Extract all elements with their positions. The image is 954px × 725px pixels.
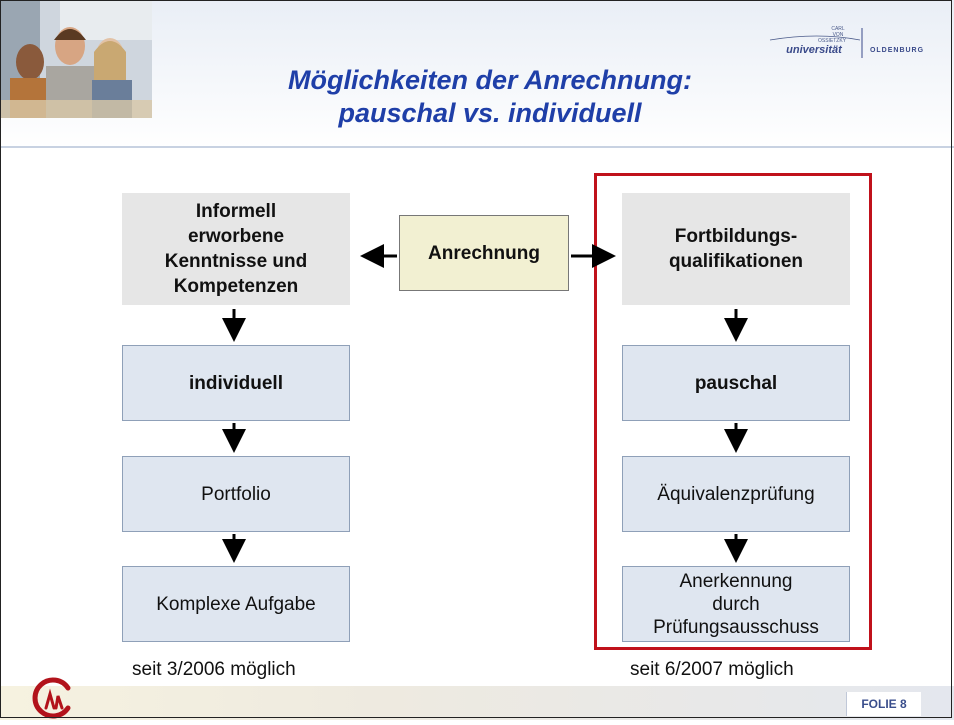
center-box-anrechnung: Anrechnung bbox=[399, 215, 569, 291]
right-step-pauschal: pauschal bbox=[622, 345, 850, 421]
left-caption: seit 3/2006 möglich bbox=[132, 659, 296, 680]
left-top-line-3: Kenntnisse und bbox=[164, 251, 308, 272]
left-step-portfolio: Portfolio bbox=[122, 456, 350, 532]
header-divider bbox=[0, 146, 954, 148]
left-top-line-4: Kompetenzen bbox=[173, 276, 299, 297]
footer-logo-icon bbox=[28, 674, 76, 720]
right-step-pauschal-label: pauschal bbox=[694, 372, 778, 394]
logo-text-carl: CARL bbox=[831, 26, 845, 32]
right-top-line-2: qualifikationen bbox=[668, 251, 804, 272]
university-logo: CARL VON OSSIETZKY universität OLDENBURG bbox=[768, 22, 936, 62]
logo-text-universitaet: universität bbox=[786, 44, 843, 56]
slide-title-line-2: pauschal vs. individuell bbox=[338, 98, 642, 128]
logo-text-von: VON bbox=[833, 32, 844, 38]
left-step-individuell-label: individuell bbox=[189, 372, 283, 394]
left-step-individuell: individuell bbox=[122, 345, 350, 421]
highlight-frame bbox=[594, 173, 872, 650]
right-step-anerkennung-line-2: durch bbox=[712, 593, 760, 615]
header-band bbox=[0, 0, 954, 148]
right-step-anerkennung: Anerkennung durch Prüfungsausschuss bbox=[622, 566, 850, 642]
right-step-anerkennung-line-1: Anerkennung bbox=[679, 570, 793, 592]
left-top-box: Informell erworbene Kenntnisse und Kompe… bbox=[122, 193, 350, 305]
right-step-aequivalenzpruefung-label: Äquivalenzprüfung bbox=[657, 483, 815, 505]
slide-number-label: FOLIE 8 bbox=[846, 692, 921, 716]
right-step-aequivalenzpruefung: Äquivalenzprüfung bbox=[622, 456, 850, 532]
footer-band bbox=[0, 686, 954, 720]
left-top-line-2: erworbene bbox=[187, 226, 285, 247]
right-step-anerkennung-line-3: Prüfungsausschuss bbox=[653, 616, 819, 638]
center-box-label: Anrechnung bbox=[428, 242, 540, 264]
logo-text-ossietzky: OSSIETZKY bbox=[818, 38, 847, 44]
slide-title-line-1: Möglichkeiten der Anrechnung: bbox=[287, 65, 693, 95]
left-step-komplexe-aufgabe-label: Komplexe Aufgabe bbox=[156, 593, 316, 615]
left-top-line-1: Informell bbox=[195, 201, 277, 222]
right-top-box: Fortbildungs- qualifikationen bbox=[622, 193, 850, 305]
right-top-line-1: Fortbildungs- bbox=[674, 226, 798, 247]
right-caption: seit 6/2007 möglich bbox=[630, 659, 794, 680]
logo-text-oldenburg: OLDENBURG bbox=[870, 47, 924, 54]
slide-title: Möglichkeiten der Anrechnung: pauschal v… bbox=[180, 64, 800, 130]
left-step-portfolio-label: Portfolio bbox=[201, 483, 271, 505]
left-step-komplexe-aufgabe: Komplexe Aufgabe bbox=[122, 566, 350, 642]
students-photo bbox=[0, 0, 152, 118]
